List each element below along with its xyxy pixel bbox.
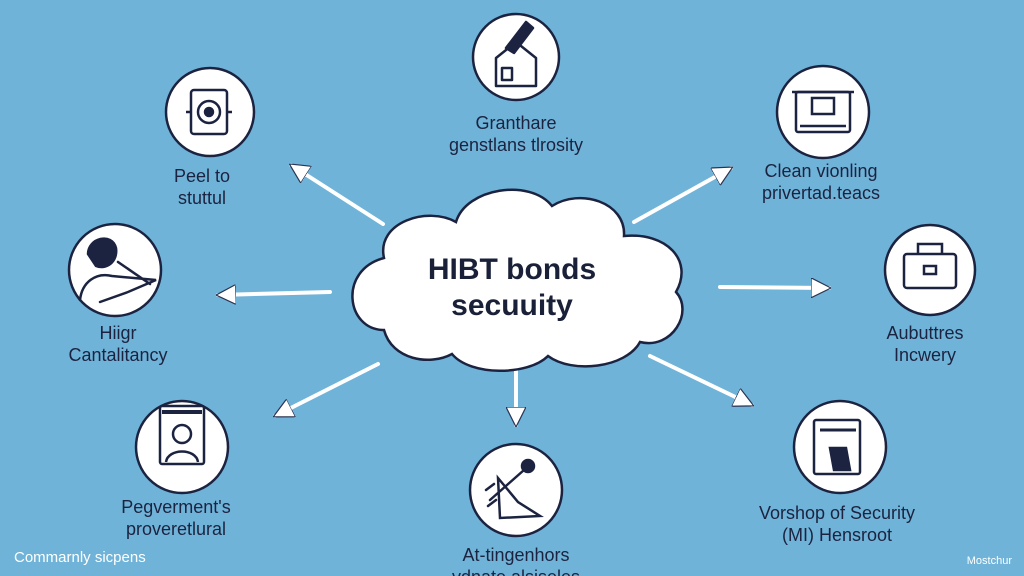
label-top-right: Clean vionling privertad.teacs	[762, 160, 880, 204]
label-bottom-center: At-tingenhors vdnate alsiseles	[452, 544, 580, 576]
node-top-right	[775, 64, 871, 160]
label-top-left: Peel to stuttul	[174, 165, 230, 209]
node-top-center	[471, 12, 561, 102]
arrow-to-top-right	[632, 166, 731, 224]
node-circle	[471, 12, 561, 102]
label-line1: Aubuttres	[886, 323, 964, 343]
node-top-left	[164, 66, 256, 158]
label-line1: Vorshop of Security	[758, 503, 916, 523]
label-line2: stuttul	[177, 188, 227, 208]
center-title-line2: secuuity	[451, 289, 573, 322]
label-mid-right: Aubuttres Incwery	[886, 322, 963, 366]
arrow-to-bottom-left	[275, 362, 380, 418]
arrows	[218, 163, 829, 427]
arrow-to-mid-right	[718, 287, 829, 288]
hand-tool-icon	[484, 458, 544, 520]
label-line1: Clean vionling	[764, 161, 878, 181]
label-line2: (MI) Hensroot	[781, 525, 893, 545]
guard-icon	[158, 404, 206, 466]
label-top-center: Granthare genstlans tlrosity	[449, 112, 583, 156]
label-line2: genstlans tlrosity	[448, 135, 584, 155]
node-mid-left	[67, 222, 163, 318]
label-line1: Hiigr	[99, 323, 137, 343]
label-line2: Cantalitancy	[68, 345, 168, 365]
label-bottom-right: Vorshop of Security (MI) Hensroot	[759, 502, 915, 546]
node-bottom-center	[468, 442, 564, 538]
label-line2: proveretlural	[125, 519, 227, 539]
footer-caption-left: Commarnly sicpens	[14, 549, 146, 566]
center-cloud	[351, 188, 684, 372]
label-line2: privertad.teacs	[761, 183, 881, 203]
label-bottom-left: Pegverment's proveretlural	[121, 496, 231, 540]
label-line1: Peel to	[173, 166, 231, 186]
gear-lock-icon	[186, 88, 232, 136]
node-circle	[67, 222, 163, 318]
center-title-line1: HIBT bonds	[427, 253, 597, 286]
node-circle	[775, 64, 871, 160]
node-bottom-left	[134, 399, 230, 495]
person-icon	[78, 237, 157, 304]
node-mid-right	[883, 223, 977, 317]
node-circle	[468, 442, 564, 538]
label-line2: vdnate alsiseles	[452, 566, 580, 576]
arrow-to-mid-left	[218, 292, 332, 295]
node-bottom-right	[792, 399, 888, 495]
toolbox-icon	[902, 242, 958, 290]
label-mid-left: Hiigr Cantalitancy	[68, 322, 167, 366]
document-icon	[812, 418, 862, 476]
arrow-to-bottom-right	[648, 354, 752, 407]
arrow-to-top-left	[291, 163, 385, 226]
label-line1: Granthare	[475, 113, 557, 133]
label-line1: Pegverment's	[121, 497, 231, 517]
label-line2: Incwery	[893, 345, 957, 365]
node-circle	[883, 223, 977, 317]
server-icon	[792, 90, 854, 134]
footer-caption-right: Mostchur	[966, 555, 1012, 567]
label-line1: At-tingenhors	[462, 545, 570, 565]
house-pen-icon	[494, 20, 538, 88]
center-title: HIBT bonds secuuity	[428, 252, 596, 324]
node-circle	[134, 399, 230, 495]
